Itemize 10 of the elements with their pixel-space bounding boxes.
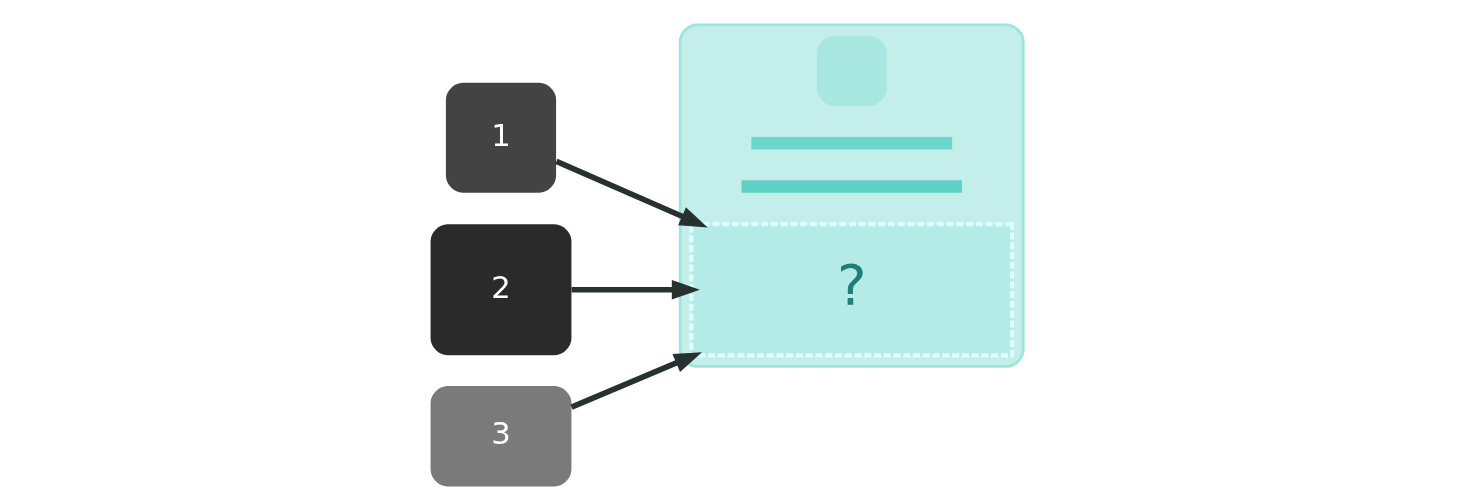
node-box xyxy=(816,35,887,106)
node-box: 1 xyxy=(445,82,556,193)
node-bar xyxy=(741,180,962,193)
node-bar xyxy=(750,137,952,150)
node-box: ? xyxy=(688,222,1014,358)
node-box: 2 xyxy=(430,224,571,356)
arrow xyxy=(571,279,700,300)
arrow xyxy=(554,158,708,228)
arrow xyxy=(569,352,702,410)
node-box: 3 xyxy=(430,385,571,487)
